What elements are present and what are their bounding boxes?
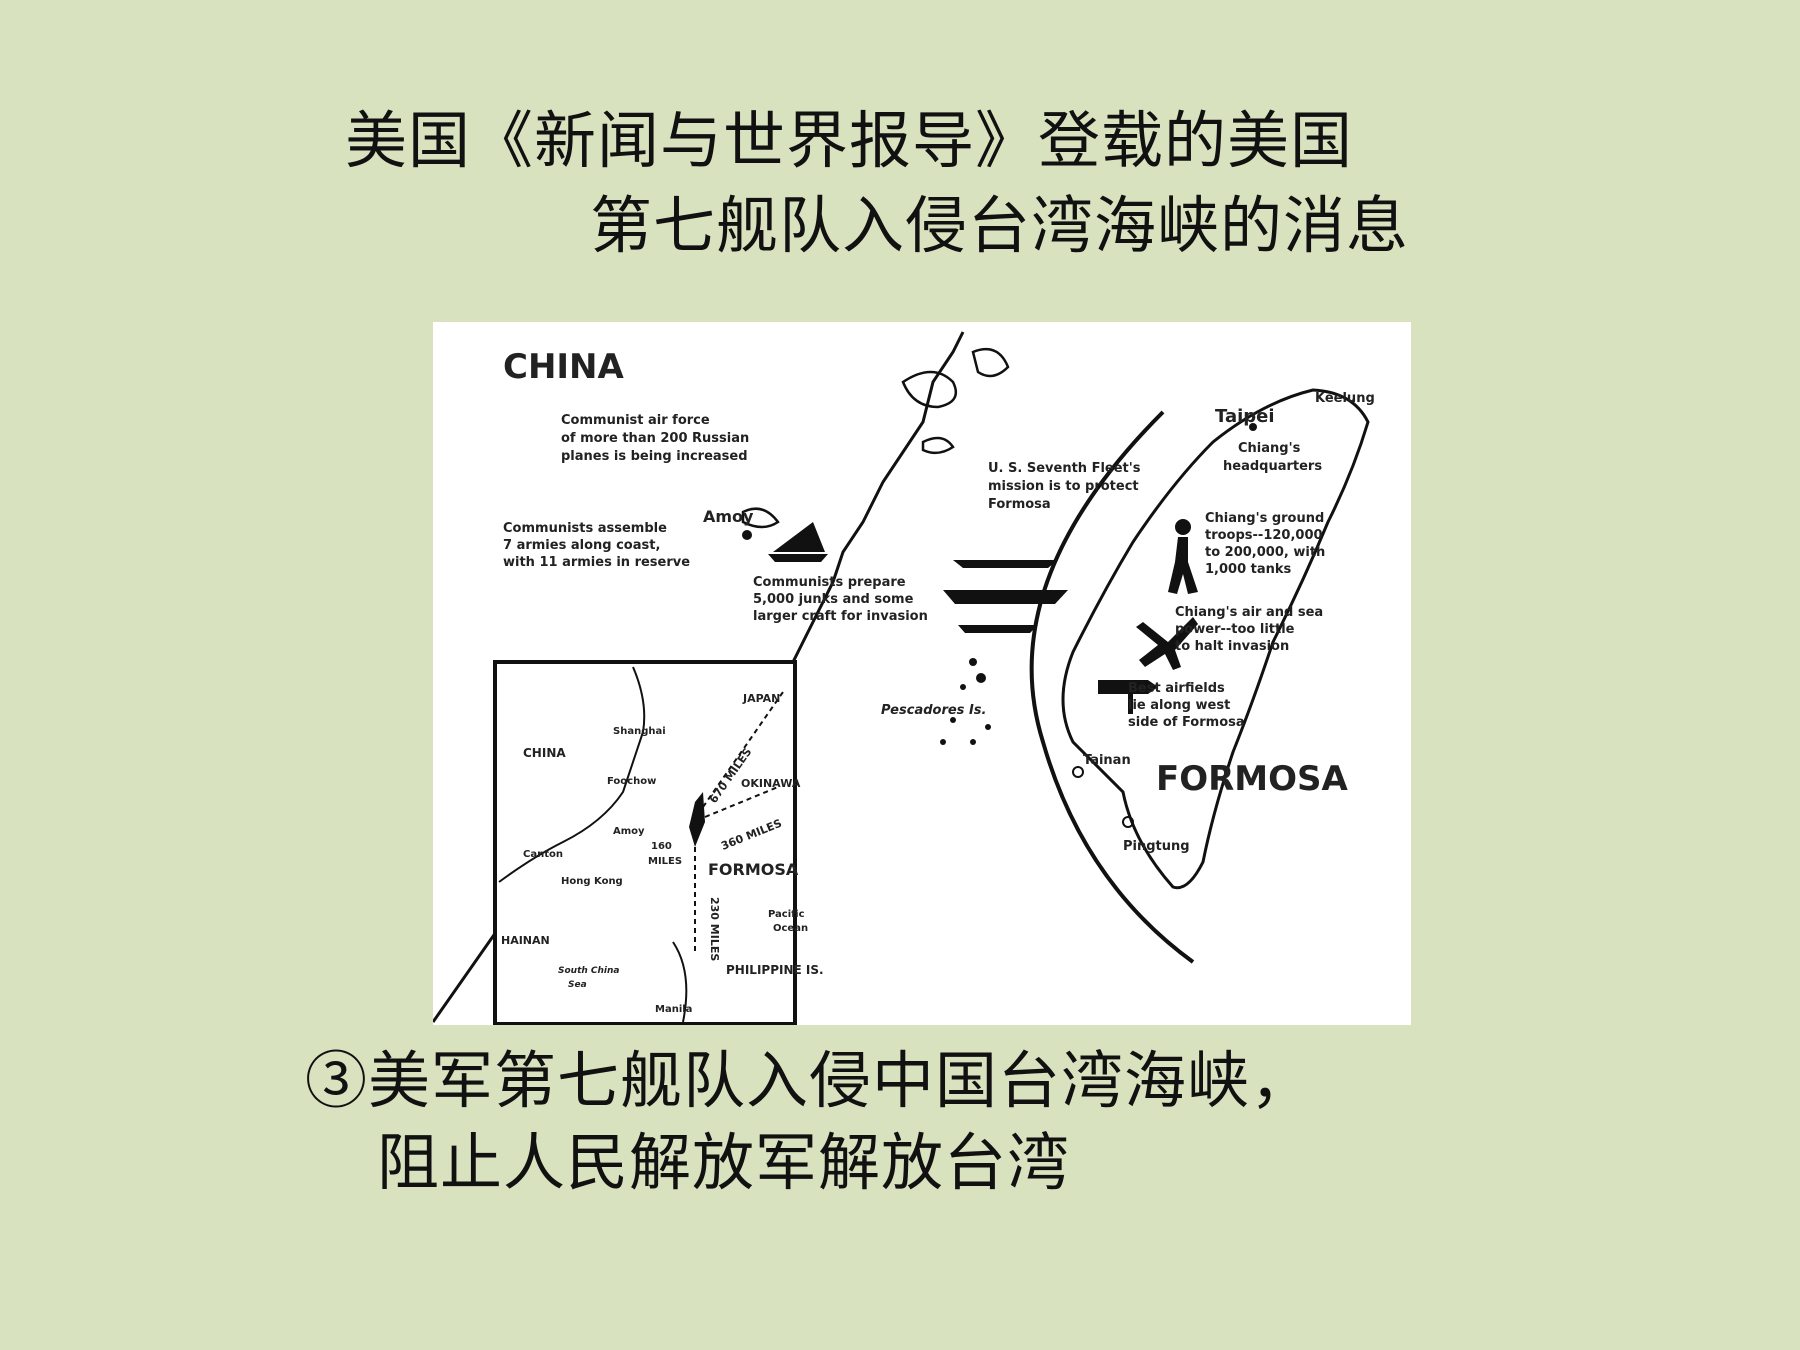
inset-160-miles-label: 160 MILES xyxy=(648,841,682,867)
tainan-dot xyxy=(1072,766,1084,778)
junk-boat-icon xyxy=(768,522,828,562)
taipei-label: Taipei xyxy=(1215,406,1275,427)
inset-japan-label: JAPAN xyxy=(742,692,780,705)
pescadores-label: Pescadores Is. xyxy=(881,703,986,718)
inset-map: CHINA Shanghai Foochow Amoy Canton Hong … xyxy=(493,660,824,1025)
inset-shanghai-label: Shanghai xyxy=(613,726,666,737)
map-drawing: CHINA Communist air force of more than 2… xyxy=(433,331,1375,1025)
caption-line-2: 阻止人民解放军解放台湾 xyxy=(377,1126,1071,1199)
formosa-label: FORMOSA xyxy=(1156,759,1349,799)
taipei-dot xyxy=(1249,423,1257,431)
note-air-sea-power: Chiang's air and sea power--too little t… xyxy=(1175,605,1328,654)
amoy-label: Amoy xyxy=(703,507,754,526)
inset-foochow-label: Foochow xyxy=(607,776,656,787)
keelung-label: Keelung xyxy=(1315,391,1375,406)
seventh-fleet-ships-icon xyxy=(943,560,1068,633)
inset-formosa-label: FORMOSA xyxy=(708,860,799,879)
note-junks: Communists prepare 5,000 junks and some … xyxy=(753,575,928,624)
inset-china-coast xyxy=(498,666,646,883)
note-air-force: Communist air force of more than 200 Rus… xyxy=(561,413,754,464)
note-airfields: Best airfields lie along west side of Fo… xyxy=(1128,681,1245,730)
note-ground-troops: Chiang's ground troops--120,000 to 200,0… xyxy=(1205,511,1330,577)
newspaper-map-image: CHINA Communist air force of more than 2… xyxy=(433,322,1411,1025)
inset-amoy-label: Amoy xyxy=(613,826,645,837)
defense-arc xyxy=(1029,410,1195,964)
plane-icon xyxy=(1136,617,1198,670)
inset-route-okinawa xyxy=(704,786,779,818)
tainan-label: Tainan xyxy=(1083,753,1131,768)
slide-title-line-2: 第七舰队入侵台湾海峡的消息 xyxy=(590,189,1410,262)
inset-230-miles-label: 230 MILES xyxy=(708,897,721,961)
amoy-dot xyxy=(742,530,752,540)
airfield-sign-icon xyxy=(1098,680,1158,714)
soldier-icon xyxy=(1168,519,1198,594)
inset-china-label: CHINA xyxy=(523,746,566,760)
pescadores-islands xyxy=(940,658,991,745)
inset-okinawa-label: OKINAWA xyxy=(741,777,801,790)
inset-formosa xyxy=(689,792,705,847)
inset-south-china-sea-label: South China Sea xyxy=(558,966,623,990)
inset-philippine-label: PHILIPPINE IS. xyxy=(726,963,824,977)
pingtung-label: Pingtung xyxy=(1123,839,1190,854)
inset-hainan-label: HAINAN xyxy=(501,934,550,947)
note-headquarters: Chiang's headquarters xyxy=(1223,441,1322,474)
inset-hong-kong-label: Hong Kong xyxy=(561,876,623,887)
pingtung-dot xyxy=(1122,816,1134,828)
caption-line-1: ③美军第七舰队入侵中国台湾海峡， xyxy=(305,1044,1314,1117)
inset-pacific-label: Pacific Ocean xyxy=(768,909,808,934)
formosa-island xyxy=(1061,388,1370,890)
china-label: CHINA xyxy=(503,347,625,387)
slide-title-line-1: 美国《新闻与世界报导》登载的美国 xyxy=(345,104,1354,177)
note-seventh-fleet: U. S. Seventh Fleet's mission is to prot… xyxy=(988,461,1145,512)
coastal-islands xyxy=(741,347,1010,529)
inset-philippines xyxy=(672,941,688,1023)
note-armies: Communists assemble 7 armies along coast… xyxy=(503,521,690,570)
inset-manila-label: Manila xyxy=(655,1004,692,1015)
inset-canton-label: Canton xyxy=(523,849,563,860)
